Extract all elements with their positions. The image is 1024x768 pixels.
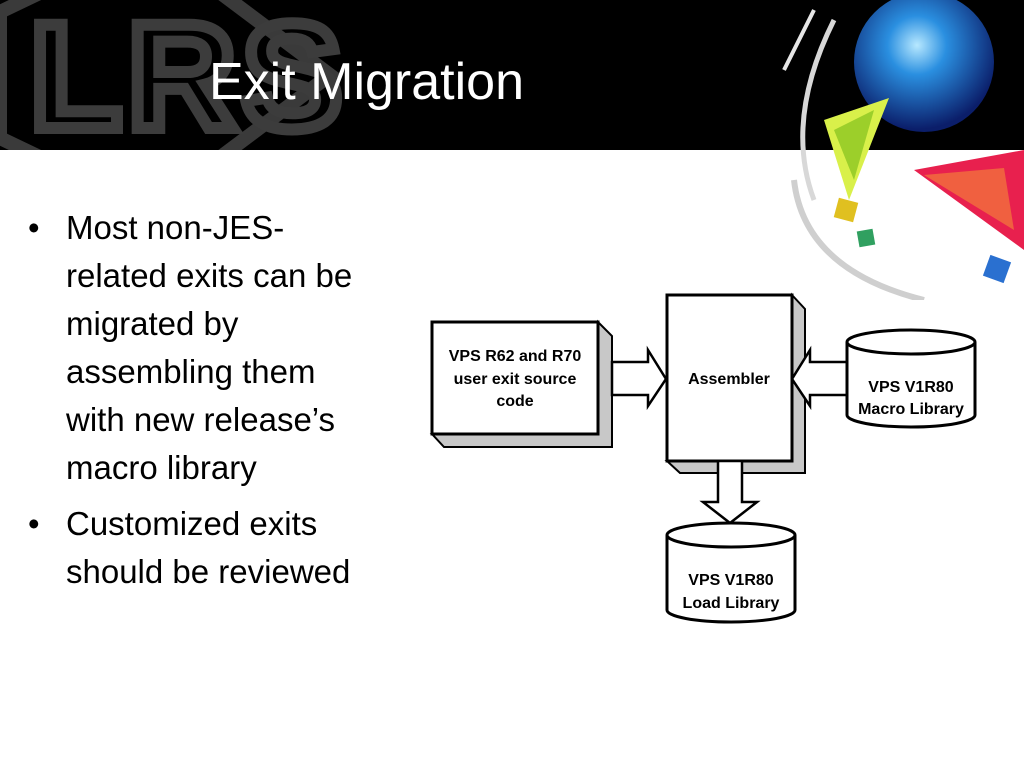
load-library-line-1: VPS V1R80 bbox=[688, 572, 773, 589]
assembler-label: Assembler bbox=[688, 371, 770, 388]
bullet-symbol: • bbox=[28, 209, 40, 246]
assembler-box: Assembler bbox=[664, 292, 806, 474]
title-bar: LRS Exit Migration bbox=[0, 0, 1024, 150]
arrow-to-load-library bbox=[699, 459, 761, 525]
bullet-list: • Most non-JES-related exits can be migr… bbox=[22, 204, 382, 604]
arrow-to-assembler bbox=[610, 345, 668, 411]
bullet-text: Customized exits should be reviewed bbox=[66, 505, 351, 590]
bullet-text: Most non-JES-related exits can be migrat… bbox=[66, 209, 353, 486]
source-code-box: VPS R62 and R70 user exit source code bbox=[429, 319, 613, 448]
load-library-line-2: Load Library bbox=[683, 595, 780, 612]
load-library-cylinder: VPS V1R80 Load Library bbox=[665, 521, 797, 624]
bullet-item: • Most non-JES-related exits can be migr… bbox=[22, 204, 382, 492]
macro-library-line-2: Macro Library bbox=[858, 401, 964, 418]
bullet-item: • Customized exits should be reviewed bbox=[22, 500, 382, 596]
source-box-line-3: code bbox=[496, 393, 533, 410]
bullet-symbol: • bbox=[28, 505, 40, 542]
lrs-logo-watermark: LRS bbox=[0, 0, 348, 150]
page-title: Exit Migration bbox=[209, 53, 524, 111]
macro-library-cylinder: VPS V1R80 Macro Library bbox=[845, 328, 977, 429]
arrow-from-macro-library bbox=[790, 345, 849, 411]
source-box-line-1: VPS R62 and R70 bbox=[449, 348, 582, 365]
lrs-logo-text: LRS bbox=[30, 0, 348, 150]
source-box-line-2: user exit source bbox=[454, 371, 577, 388]
globe-decoration bbox=[782, 0, 1024, 300]
macro-library-line-1: VPS V1R80 bbox=[868, 379, 953, 396]
